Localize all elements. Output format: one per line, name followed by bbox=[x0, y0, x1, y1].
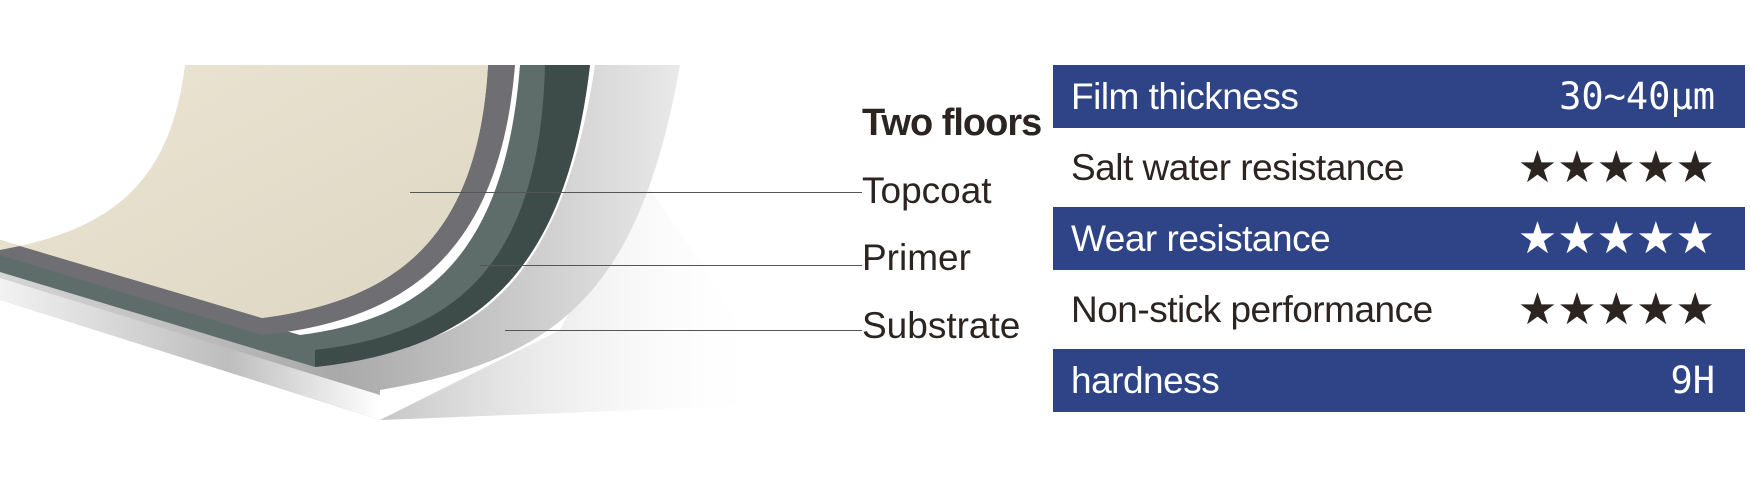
topcoat-layer-shape bbox=[0, 65, 488, 318]
spec-label: Non-stick performance bbox=[1071, 288, 1433, 330]
spec-row-hardness: hardness 9H bbox=[1053, 349, 1745, 412]
star-rating: ★★★★★ bbox=[1517, 142, 1715, 192]
primer-leader-line bbox=[480, 265, 862, 266]
shadow-shape bbox=[380, 175, 770, 420]
topcoat-leader-line bbox=[410, 192, 862, 193]
spec-label: Wear resistance bbox=[1071, 217, 1331, 259]
spec-row-wear-resistance: Wear resistance ★★★★★ bbox=[1053, 207, 1745, 270]
spec-label: hardness bbox=[1071, 359, 1220, 401]
coating-layers-illustration bbox=[0, 65, 770, 420]
spec-label: Film thickness bbox=[1071, 75, 1299, 117]
spec-value: 9H bbox=[1670, 359, 1715, 402]
spec-row-salt-water-resistance: Salt water resistance ★★★★★ bbox=[1053, 136, 1745, 199]
star-rating: ★★★★★ bbox=[1517, 284, 1715, 334]
spec-row-film-thickness: Film thickness 30~40μm bbox=[1053, 65, 1745, 128]
spec-row-non-stick-performance: Non-stick performance ★★★★★ bbox=[1053, 278, 1745, 341]
spec-table: Film thickness 30~40μm Salt water resist… bbox=[1053, 65, 1745, 420]
primer-layer-shape bbox=[0, 65, 590, 367]
substrate-base-shape bbox=[0, 278, 380, 420]
primer-label: Primer bbox=[862, 237, 971, 278]
topcoat-label: Topcoat bbox=[862, 170, 992, 211]
substrate-label: Substrate bbox=[862, 305, 1021, 346]
spec-label: Salt water resistance bbox=[1071, 146, 1404, 188]
primer-edge-shape bbox=[315, 65, 590, 367]
layers-heading: Two floors bbox=[862, 102, 1042, 144]
star-rating: ★★★★★ bbox=[1517, 213, 1715, 263]
spec-value: 30~40μm bbox=[1559, 75, 1715, 118]
substrate-leader-line bbox=[505, 330, 862, 331]
